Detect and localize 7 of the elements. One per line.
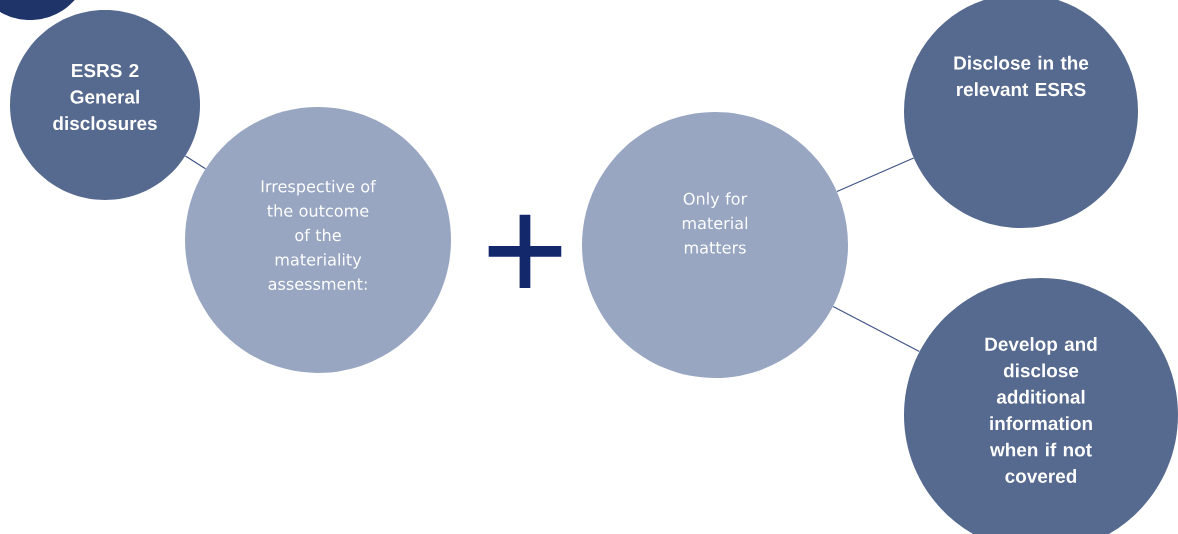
connector-line	[836, 157, 915, 193]
plus-sign: +	[488, 214, 562, 288]
connector-line	[184, 155, 207, 170]
circle-node: Irrespective of the outcome of the materiality assessment:	[185, 107, 451, 373]
circle-node: Only for material matters	[582, 112, 848, 378]
circle-node: ESRS 2 General disclosures	[10, 10, 200, 200]
connector-line	[832, 305, 920, 353]
